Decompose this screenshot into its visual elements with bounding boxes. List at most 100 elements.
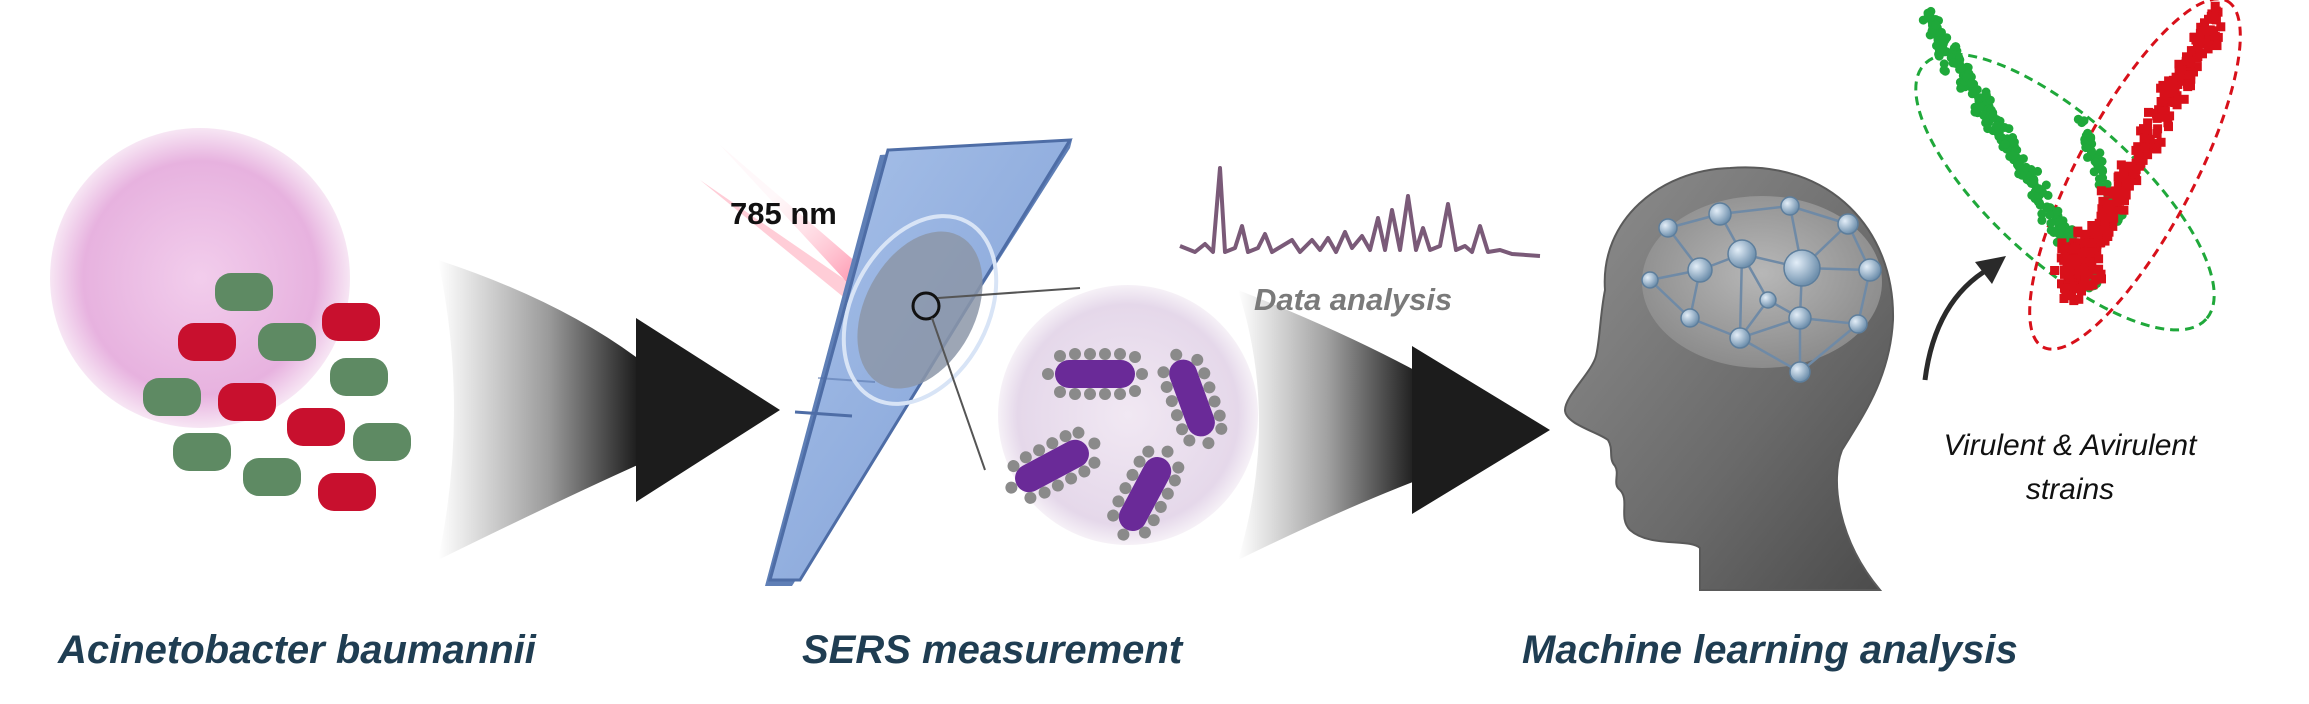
scatter-point-green [2045,210,2054,220]
scatter-point-red [2096,269,2106,279]
scatter-point-red [2081,254,2090,264]
scatter-point-red [2179,94,2189,104]
scatter-point-green [2041,180,2051,190]
scatter-point-red [2168,85,2178,95]
scatter-point-red [2113,181,2123,191]
scatter-point-red [2095,238,2105,248]
scatter-point-red [2080,275,2090,285]
scatter-point-red [2074,294,2084,304]
scatter-point-red [2114,194,2123,204]
scatter-point-green [1966,78,1976,88]
scatter-point-red [2080,270,2090,279]
scatter-point-green [1940,35,1950,45]
purple-bacterium [1042,348,1148,400]
scatter-point-red [2172,100,2182,110]
scatter-point-red [2050,266,2060,275]
scatter-point-green [1956,63,1966,73]
scatter-point-green [1940,66,1950,76]
scatter-point-green [2049,228,2059,237]
scatter-point-red [2088,227,2098,237]
scatter-point-red [2192,62,2202,72]
scatter-point-red [2172,91,2182,101]
scatter-point-red [2203,44,2213,54]
scatter-point-red [2209,26,2218,36]
scatter-point-green [2098,173,2108,183]
scatter-point-red [2182,79,2192,89]
scatter-point-red [2057,238,2067,248]
scatter-point-green [1983,124,1993,134]
scatter-point-green [1967,89,1977,99]
scatter-point-green [2089,167,2099,177]
scatter-point-green [1994,132,2004,142]
scatter-point-red [2152,108,2161,118]
scatter-point-red [2195,36,2204,46]
strains-label: Virulent & Avirulent strains [1920,424,2220,512]
scatter-point-red [2133,150,2143,160]
scatter-point-green [1988,111,1998,121]
scatter-point-red [2189,32,2199,42]
scatter-point-green [2008,150,2018,160]
scatter-point-red [2145,134,2155,144]
glass-slide-icon [765,138,1081,586]
bacteria-cells [143,273,411,511]
scatter-point-red [2085,257,2095,267]
scatter-point-red [2216,22,2226,32]
scatter-point-red [2131,158,2141,168]
strains-label-line1: Virulent & Avirulent [1943,429,2197,462]
purple-bacterium [1005,426,1101,504]
scatter-point-green [1981,90,1991,100]
scatter-point-green [1992,121,2001,131]
scatter-point-red [2147,139,2157,149]
scatter-point-green [2034,184,2044,194]
scatter-point-green [1939,59,1949,69]
step-caption-sers: SERS measurement [802,628,1183,672]
scatter-point-red [2163,118,2173,128]
scatter-point-green [2077,118,2087,128]
scatter-point-red [2108,189,2118,199]
scatter-point-green [2015,160,2025,169]
scatter-point-red [2121,183,2131,193]
scatter-point-red [2174,59,2184,69]
bacteria-zoom-view [998,285,1258,545]
scatter-point-red [2152,138,2161,148]
scatter-point-red [2071,244,2081,254]
scatter-point-red [2119,205,2129,215]
scatter-point-red [2152,113,2162,123]
scatter-point-red [2165,111,2175,121]
laser-wavelength-label: 785 nm [730,196,837,231]
scatter-point-green [2037,209,2047,219]
scatter-point-red [2103,187,2113,197]
scatter-point-red [2108,221,2118,231]
bacteria-dish [50,128,411,511]
scatter-points [1918,1,2226,306]
scatter-point-red [2065,266,2075,276]
scatter-point-green [2086,132,2096,142]
scatter-point-red [2209,12,2219,22]
scatter-point-red [2123,161,2133,171]
scatter-point-red [2212,41,2222,51]
scatter-point-red [2201,38,2210,48]
scatter-point-red [2059,294,2069,303]
scatter-point-red [2100,236,2110,246]
scatter-point-red [2143,118,2153,128]
scatter-point-red [2097,207,2107,217]
scatter-point-red [2094,254,2104,264]
scatter-point-red [2119,168,2129,178]
scatter-point-red [2131,145,2141,155]
scatter-point-red [2060,283,2069,293]
scatter-point-red [2198,49,2207,59]
scatter-point-red [2165,79,2175,89]
scatter-point-red [2156,137,2166,147]
scatter-point-red [2067,291,2077,301]
curved-arrow [1922,256,2006,381]
scatter-point-green [2046,218,2056,228]
scatter-point-red [2075,238,2085,248]
arrow-1 [438,260,780,560]
scatter-point-green [2097,165,2107,175]
scatter-point-red [2059,243,2069,253]
scatter-point-red [2073,270,2083,280]
scatter-point-red [2077,248,2087,258]
scatter-point-green [2081,143,2091,153]
scatter-point-red [2121,175,2131,185]
